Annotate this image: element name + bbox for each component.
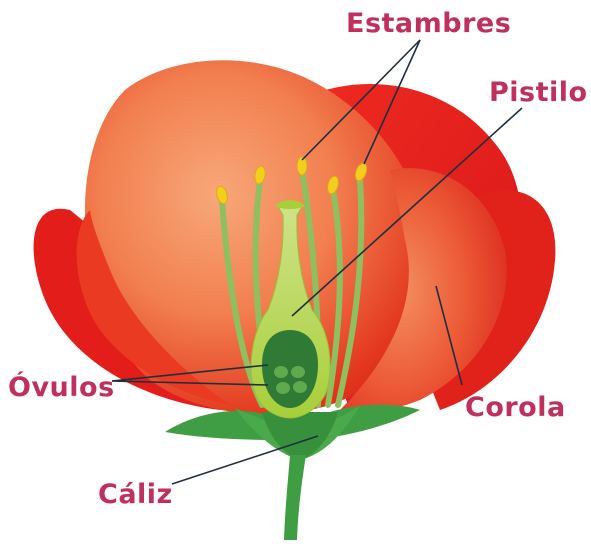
ovule-4 xyxy=(293,381,307,393)
ovule-1 xyxy=(274,366,288,378)
label-corola: Corola xyxy=(465,394,566,421)
label-pistilo: Pistilo xyxy=(489,79,588,106)
calyx xyxy=(165,405,420,540)
ovule-2 xyxy=(291,366,305,378)
label-ovulos: Óvulos xyxy=(8,374,115,401)
ovule-3 xyxy=(276,382,290,394)
receptacle xyxy=(262,412,338,460)
label-caliz: Cáliz xyxy=(98,481,173,508)
flower-stem xyxy=(284,455,306,540)
label-estambres: Estambres xyxy=(346,10,511,37)
